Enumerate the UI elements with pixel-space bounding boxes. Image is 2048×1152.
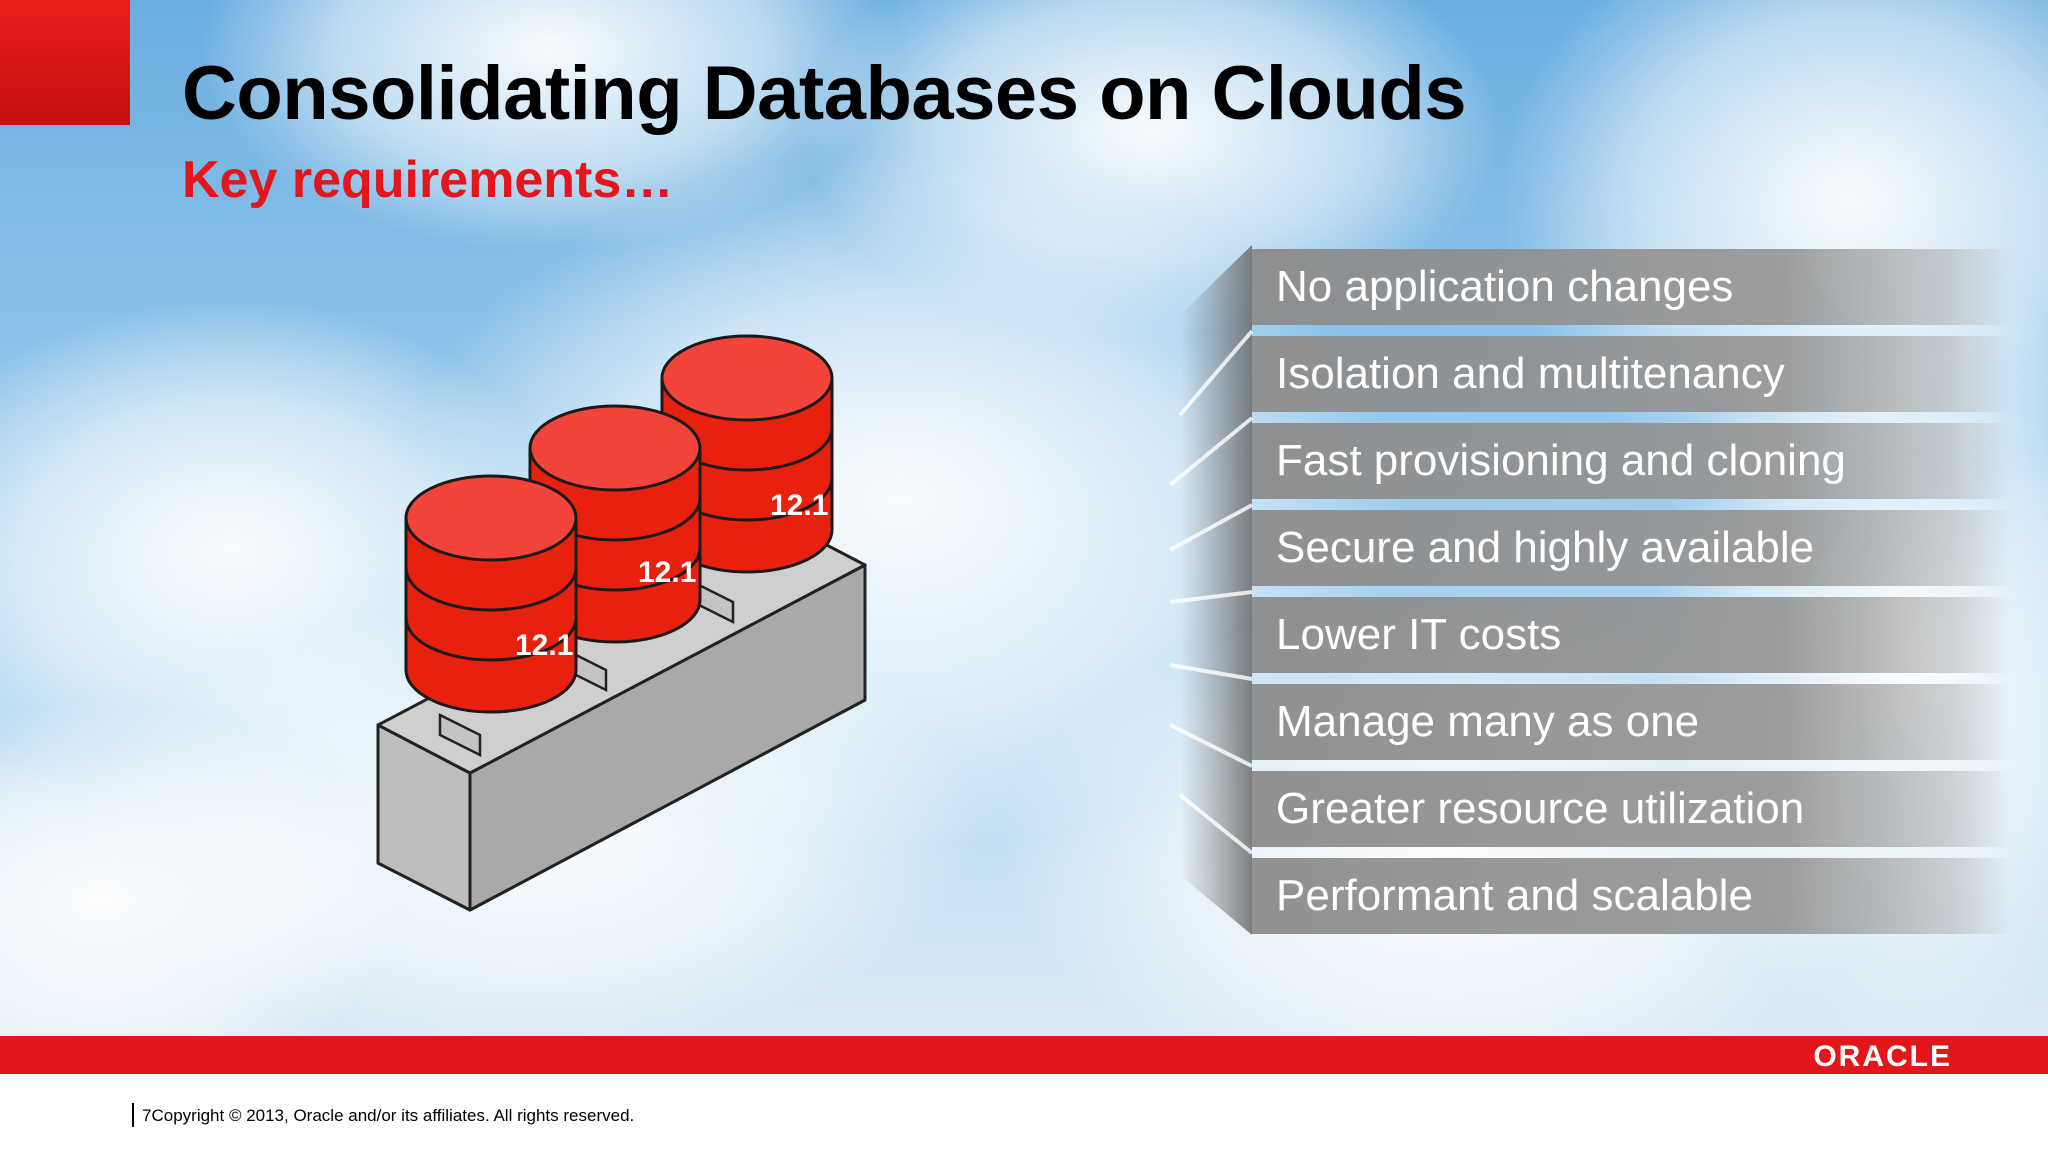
page-number: 7 [142, 1106, 152, 1125]
database-cylinder-3: 12.1 [660, 334, 834, 574]
database-version-label: 12.1 [770, 489, 828, 522]
requirement-item-6: Manage many as one [1252, 684, 2012, 760]
requirements-list: No application changes Isolation and mul… [1160, 245, 2012, 935]
requirements-perspective-edge [1168, 245, 1254, 935]
database-version-label: 12.1 [638, 556, 696, 589]
database-version-label: 12.1 [515, 629, 573, 662]
requirement-item-7: Greater resource utilization [1252, 771, 2012, 847]
corner-accent-block [0, 0, 130, 125]
requirement-item-8: Performant and scalable [1252, 858, 2012, 934]
footer-red-bar [0, 1036, 2048, 1074]
slide-subtitle: Key requirements… [182, 151, 674, 209]
requirement-item-4: Secure and highly available [1252, 510, 2012, 586]
slide-title: Consolidating Databases on Clouds [182, 51, 1467, 136]
requirement-item-2: Isolation and multitenancy [1252, 336, 2012, 412]
oracle-logo: ORACLE [1813, 1040, 1952, 1073]
database-consolidation-illustration: 12.1 12.1 12.1 [376, 334, 867, 912]
footer-divider [132, 1103, 134, 1127]
requirement-item-5: Lower IT costs [1252, 597, 2012, 673]
copyright-text: Copyright © 2013, Oracle and/or its affi… [151, 1106, 635, 1125]
requirement-item-3: Fast provisioning and cloning [1252, 423, 2012, 499]
database-cylinder-1: 12.1 [404, 474, 578, 714]
requirement-item-1: No application changes [1252, 249, 2012, 325]
footer: 7Copyright © 2013, Oracle and/or its aff… [142, 1106, 634, 1126]
